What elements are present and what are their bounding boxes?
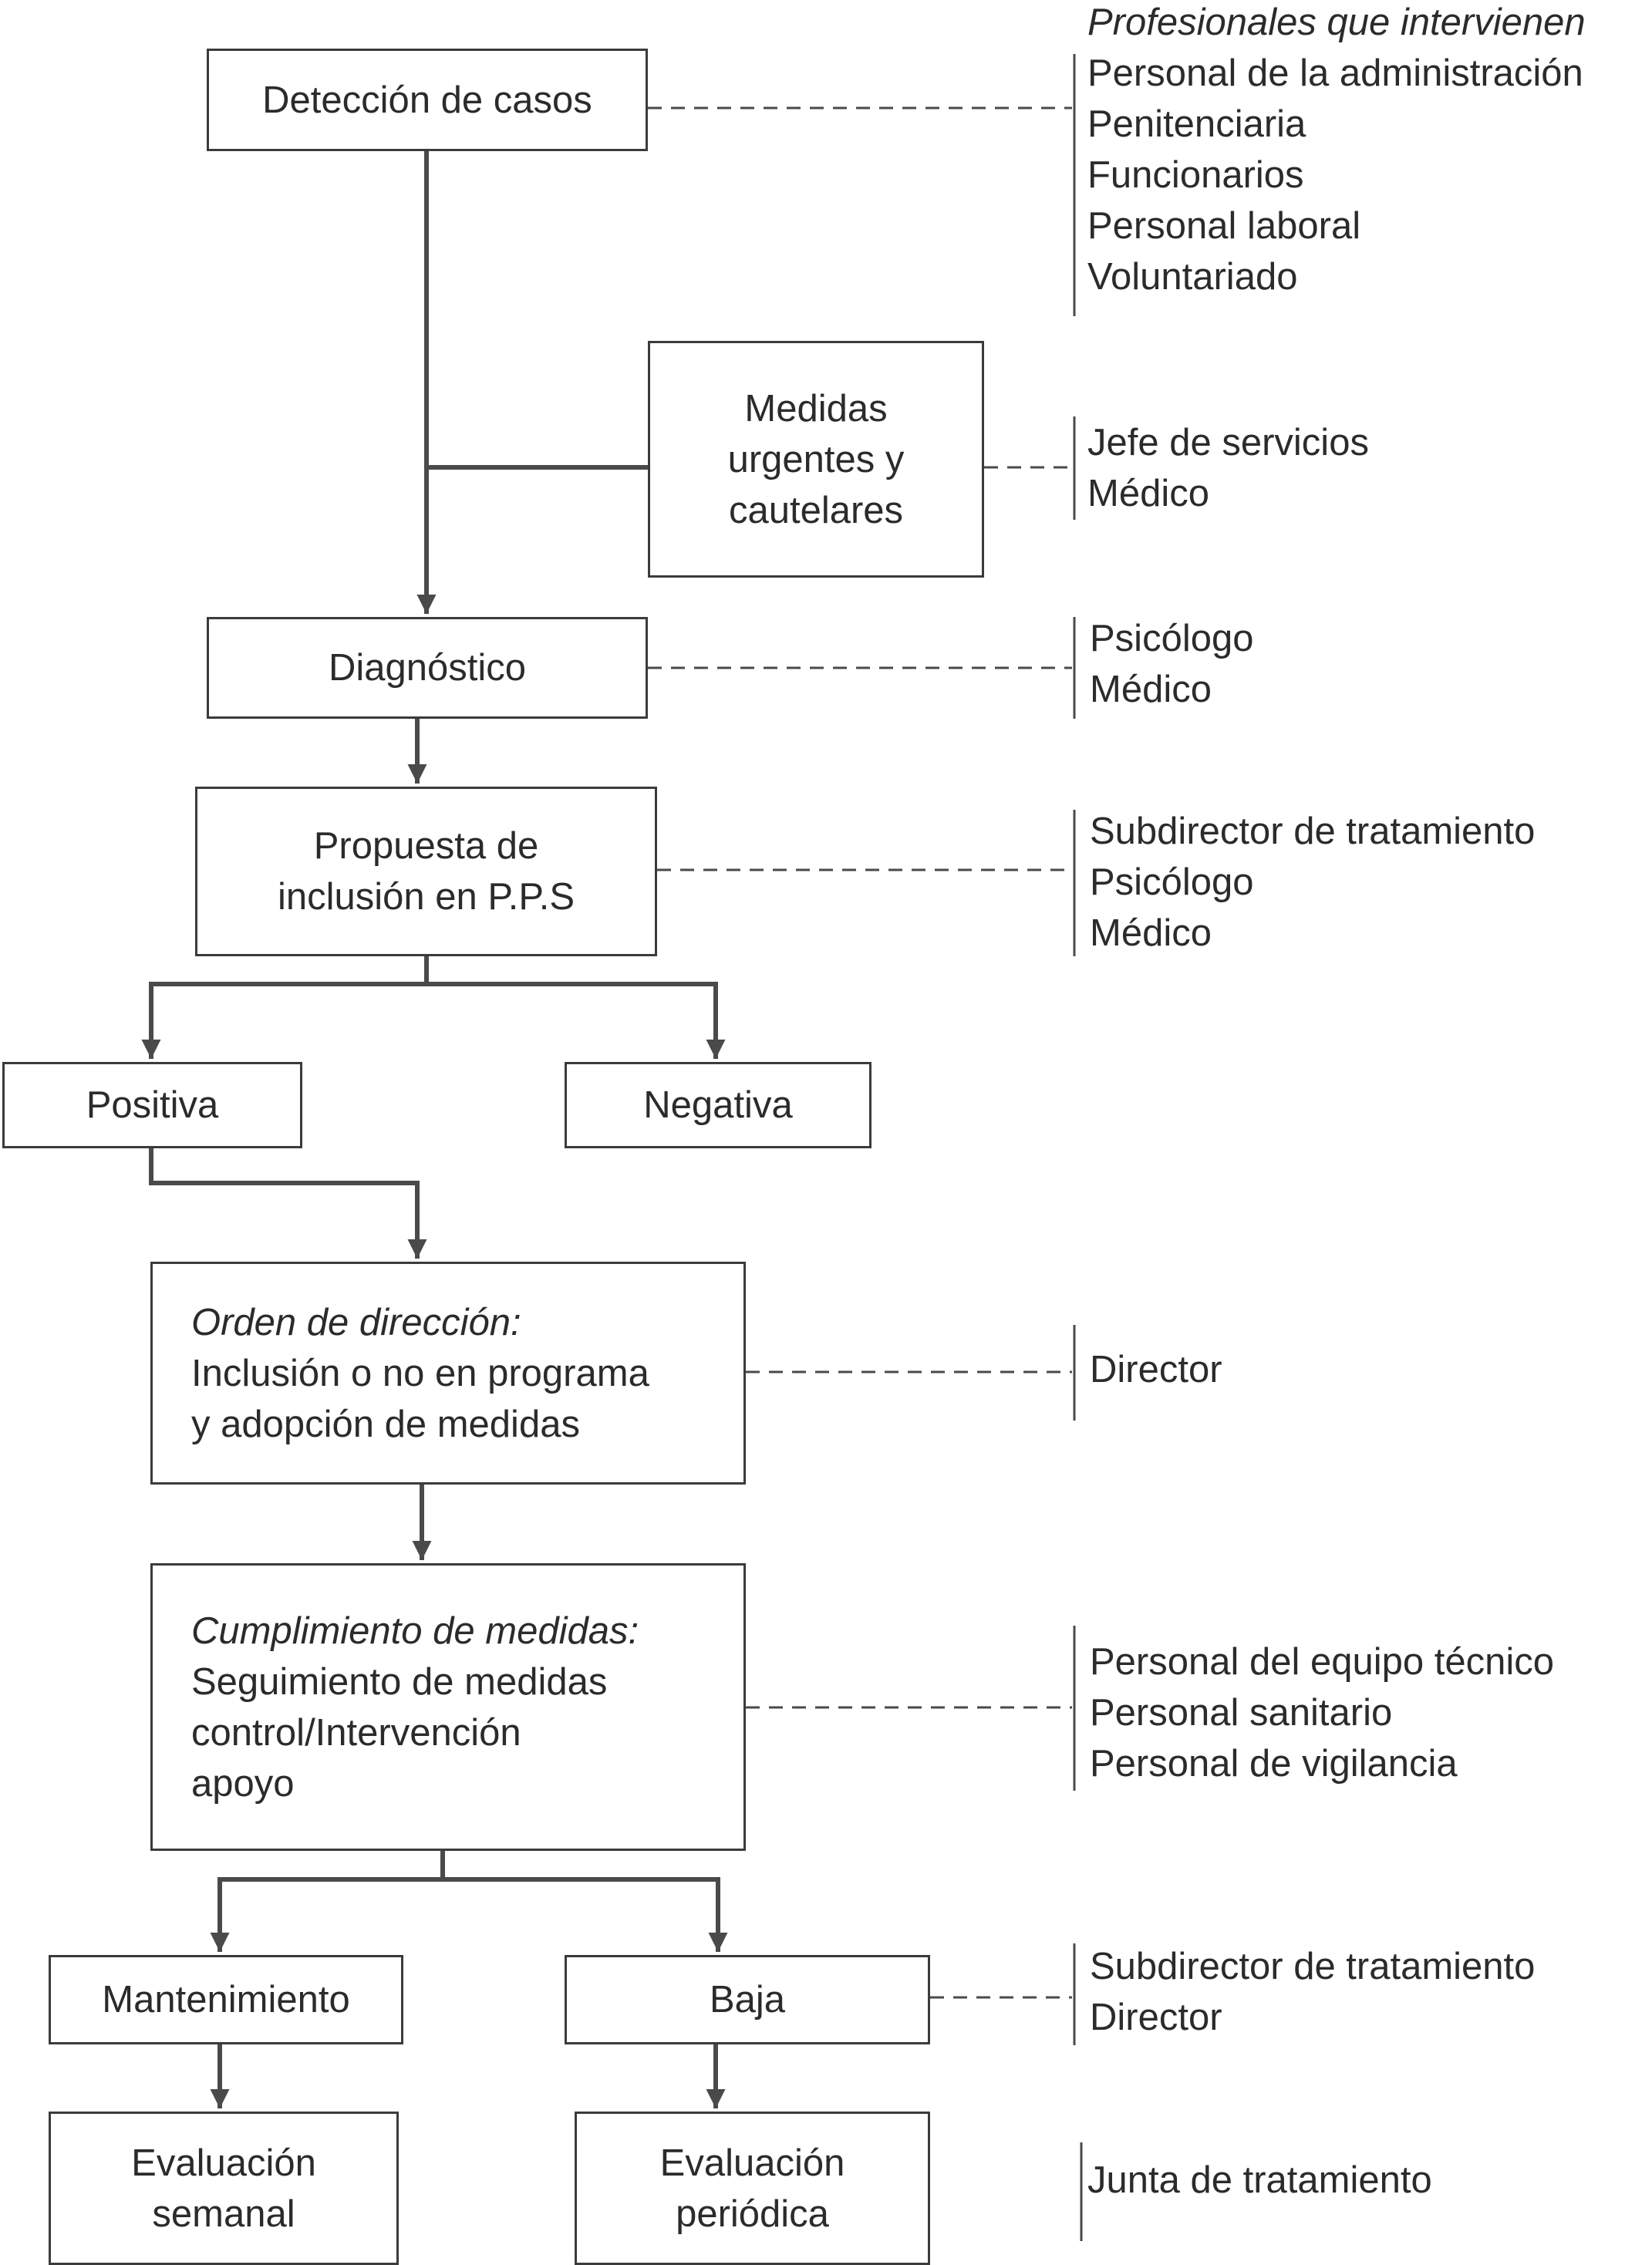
professional-item: Penitenciaria [1087,103,1306,145]
step-eval-periodica-line-2: periódica [676,2193,829,2235]
step-orden-de-direccion: Orden de dirección: Inclusión o no en pr… [150,1262,746,1485]
step-negativa-label: Negativa [643,1084,793,1126]
professionals-header: Profesionales que intervienen [1087,2,1586,43]
step-orden-heading: Orden de dirección: [191,1301,521,1343]
professionals-diagnostico: Psicólogo Médico [1090,613,1253,715]
professional-item: Jefe de servicios [1087,422,1369,463]
professional-item: Personal laboral [1087,205,1361,247]
professional-item: Médico [1090,669,1212,710]
step-deteccion-de-casos: Detección de casos [207,49,648,151]
professionals-baja: Subdirector de tratamiento Director [1090,1941,1535,2043]
professional-item: Subdirector de tratamiento [1090,811,1536,852]
step-eval-semanal-line-2: semanal [152,2193,295,2235]
step-diagnostico: Diagnóstico [207,617,648,719]
professionals-deteccion: Personal de la administración Penitencia… [1087,48,1583,302]
step-cumplimiento-line-3: apoyo [191,1762,295,1805]
professional-item: Médico [1087,473,1209,514]
step-positiva-label: Positiva [86,1084,219,1126]
step-baja: Baja [565,1955,930,2044]
professional-item: Personal de vigilancia [1090,1743,1458,1785]
step-cumplimiento-de-medidas: Cumplimiento de medidas: Seguimiento de … [150,1563,746,1851]
professional-item: Junta de tratamiento [1087,2159,1432,2201]
professionals-orden: Director [1090,1344,1222,1395]
step-evaluacion-periodica: Evaluación periódica [575,2112,930,2265]
step-deteccion-label: Detección de casos [262,79,592,121]
arrow-propuesta-to-positiva [141,956,429,1059]
step-cumplimiento-line-2: control/Intervención [191,1711,521,1754]
professional-item: Funcionarios [1087,154,1304,196]
professional-item: Psicólogo [1090,861,1254,903]
step-mantenimiento: Mantenimiento [49,1955,403,2044]
step-positiva: Positiva [2,1062,302,1148]
professional-item: Personal del equipo técnico [1090,1641,1555,1683]
step-propuesta-inclusion: Propuesta de inclusión en P.P.S [195,787,657,956]
step-eval-periodica-line-1: Evaluación [659,2142,845,2184]
professional-item: Voluntariado [1087,256,1298,298]
arrow-cumplimiento-to-baja [443,1877,728,1952]
step-medidas-urgentes: Medidas urgentes y cautelares [648,341,984,578]
step-propuesta-line-1: Propuesta de [313,825,539,867]
step-medidas-urgentes-line-1: Medidas [744,387,888,430]
arrow-cumplimiento-to-mantenimiento [210,1851,445,1952]
step-cumplimiento-line-1: Seguimiento de medidas [191,1660,608,1703]
step-eval-semanal-line-1: Evaluación [131,2142,316,2184]
step-cumplimiento-heading: Cumplimiento de medidas: [191,1609,639,1652]
professional-item: Médico [1090,912,1212,954]
step-propuesta-line-2: inclusión en P.P.S [277,876,575,918]
step-orden-line-1: Inclusión o no en programa [191,1352,649,1394]
professional-item: Director [1090,1349,1222,1390]
professionals-medidas-urgentes: Jefe de servicios Médico [1087,417,1369,519]
step-mantenimiento-label: Mantenimiento [102,1979,350,2021]
professionals-propuesta: Subdirector de tratamiento Psicólogo Méd… [1090,806,1535,959]
professional-item: Personal de la administración [1087,52,1583,94]
professionals-evaluacion: Junta de tratamiento [1087,2155,1432,2206]
arrow-propuesta-to-negativa [426,982,726,1059]
step-medidas-urgentes-line-3: cautelares [728,489,904,531]
step-diagnostico-label: Diagnóstico [328,647,527,689]
professional-item: Director [1090,1997,1222,2038]
step-negativa: Negativa [565,1062,872,1148]
professional-item: Subdirector de tratamiento [1090,1946,1536,1987]
step-evaluacion-semanal: Evaluación semanal [49,2112,399,2265]
professionals-cumplimiento: Personal del equipo técnico Personal san… [1090,1636,1554,1789]
arrow-positiva-to-orden [149,1148,427,1259]
step-orden-line-2: y adopción de medidas [191,1403,580,1445]
step-baja-label: Baja [709,1979,786,2021]
professional-item: Psicólogo [1090,618,1254,659]
step-medidas-urgentes-line-2: urgentes y [727,438,905,480]
professional-item: Personal sanitario [1090,1692,1393,1734]
